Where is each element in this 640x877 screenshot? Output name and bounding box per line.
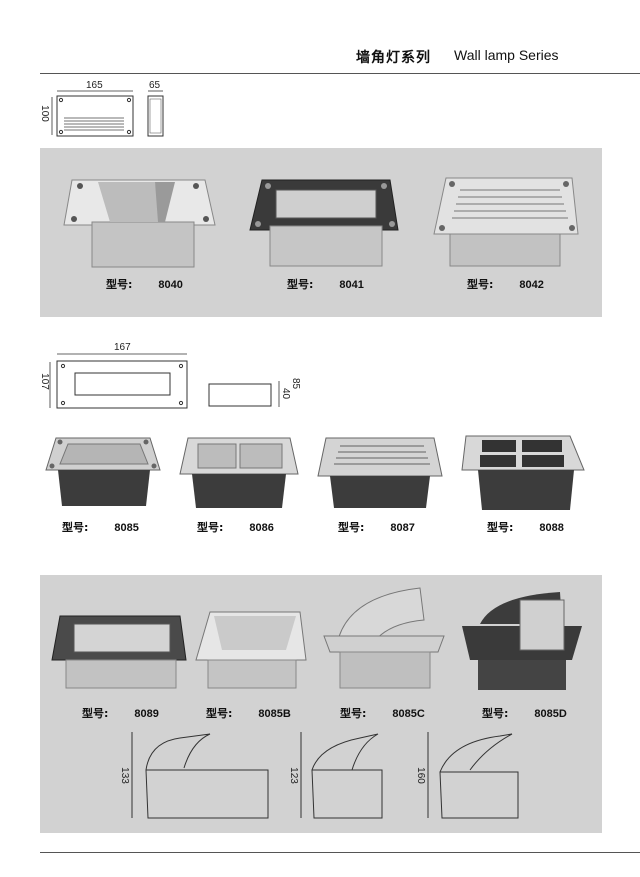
page-title-cn: 墙角灯系列 bbox=[356, 50, 431, 66]
dim-width-2: 167 bbox=[114, 342, 131, 353]
product-image-8041 bbox=[249, 179, 399, 267]
model-label-8085b: 型号:8085B bbox=[206, 707, 291, 720]
product-image-8085 bbox=[45, 437, 161, 506]
product-image-8085d bbox=[462, 592, 582, 690]
section1-plan-svg bbox=[51, 90, 164, 137]
product-image-8085b bbox=[195, 611, 307, 689]
model-label-8086: 型号:8086 bbox=[197, 521, 274, 534]
model-label-8085d: 型号:8085D bbox=[482, 707, 567, 720]
model-label-8085c: 型号:8085C bbox=[340, 707, 425, 720]
product-image-8042 bbox=[433, 177, 579, 267]
product-image-8040 bbox=[63, 179, 216, 268]
dim-width: 165 bbox=[86, 80, 103, 91]
header-divider bbox=[40, 73, 640, 74]
model-label-8087: 型号:8087 bbox=[338, 521, 415, 534]
model-label-8085: 型号:8085 bbox=[62, 521, 139, 534]
profile-dim-123: 123 bbox=[287, 767, 299, 784]
product-image-8089 bbox=[51, 615, 187, 689]
model-label-8041: 型号:8041 bbox=[287, 278, 364, 291]
product-image-8088 bbox=[461, 435, 585, 510]
model-label-8089: 型号:8089 bbox=[82, 707, 159, 720]
dim-depth: 65 bbox=[149, 80, 161, 91]
product-image-8085c bbox=[323, 587, 445, 689]
profile-drawings bbox=[131, 732, 519, 819]
product-image-8087 bbox=[317, 437, 443, 508]
profile-dim-160: 160 bbox=[414, 767, 426, 784]
model-label-8040: 型号:8040 bbox=[106, 278, 183, 291]
product-image-8086 bbox=[179, 437, 299, 508]
profile-dim-133: 133 bbox=[118, 767, 130, 784]
footer-divider bbox=[40, 852, 640, 853]
page-title-en: Wall lamp Series bbox=[454, 47, 559, 63]
model-label-8088: 型号:8088 bbox=[487, 521, 564, 534]
model-label-8042: 型号:8042 bbox=[467, 278, 544, 291]
